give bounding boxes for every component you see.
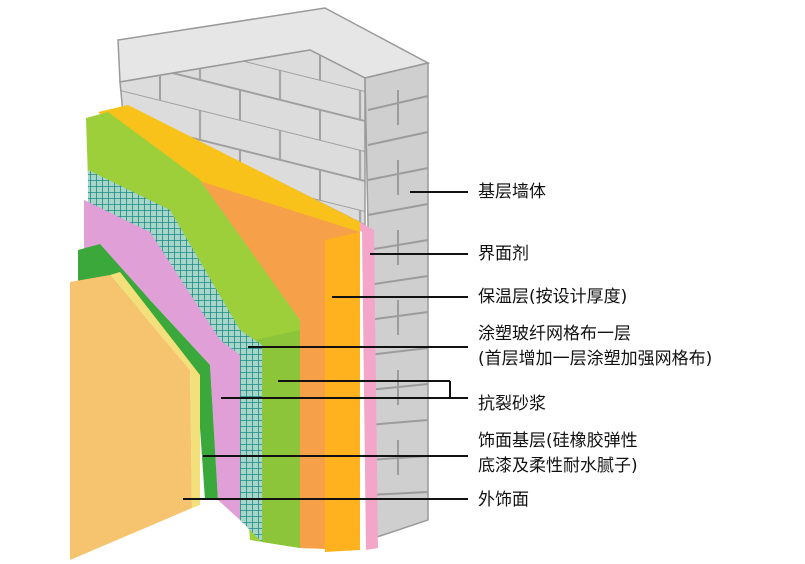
label-anti-crack-mortar: 抗裂砂浆 <box>478 394 546 414</box>
label-finish-base-line1: 饰面基层(硅橡胶弹性 <box>478 431 638 451</box>
exterior-finish-shape <box>70 272 200 560</box>
label-finish-base-line2: 底漆及柔性耐水腻子) <box>478 456 638 476</box>
label-base-wall: 基层墙体 <box>478 182 546 202</box>
label-exterior-finish: 外饰面 <box>478 490 529 510</box>
leader-lines <box>183 191 468 500</box>
label-interface-agent: 界面剂 <box>478 244 529 264</box>
label-mesh-line2: (首层增加一层涂塑加强网格布) <box>478 349 713 369</box>
label-mesh-line1: 涂塑玻纤网格布一层 <box>478 324 631 344</box>
label-insulation: 保温层(按设计厚度) <box>478 287 628 307</box>
base-wall-shape <box>117 7 431 542</box>
finish-base-green-shape <box>78 244 218 500</box>
